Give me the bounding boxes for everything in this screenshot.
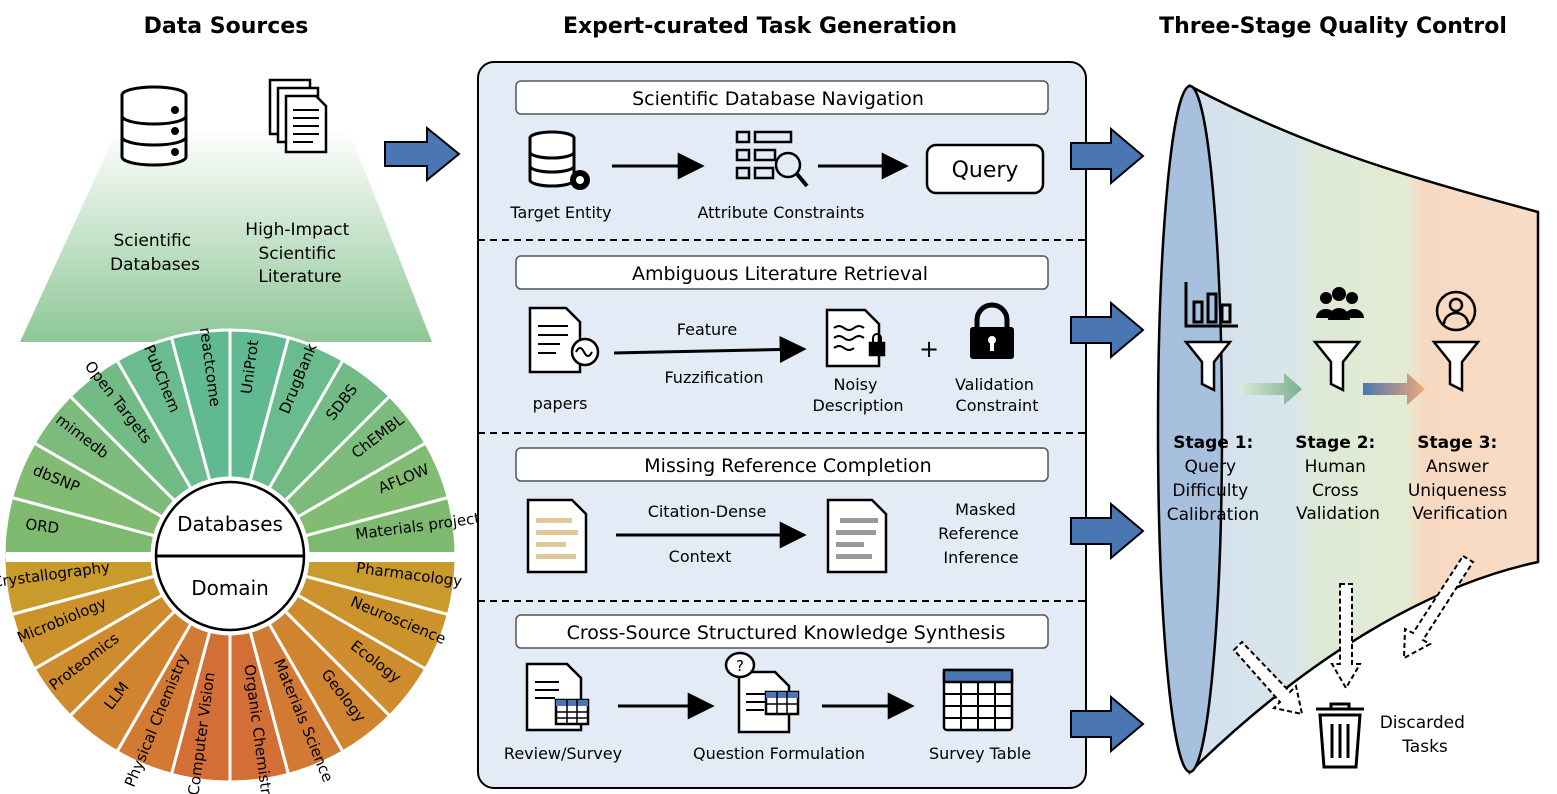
svg-text:?: ?: [736, 657, 744, 675]
people-group-icon: [1316, 287, 1364, 320]
stage1-label: Stage 1: Query Difficulty Calibration: [1167, 433, 1260, 525]
query-box: [925, 143, 1045, 195]
task-title-box-navigation: [515, 80, 1049, 115]
masked-document-icon: [826, 498, 888, 574]
label-citation-dense: Citation-Dense: [648, 502, 767, 521]
filter-icon-stage3: [1431, 340, 1481, 393]
label-validation-constraint: Validation Constraint: [955, 375, 1039, 415]
wheel-domain-3: [68, 609, 194, 754]
label-context: Context: [669, 547, 732, 566]
discard-arrows: [1232, 554, 1475, 716]
database-gear-icon: [528, 130, 590, 190]
wheel-domain-8: [266, 609, 392, 754]
documents-icon: [268, 78, 328, 154]
wheel-domain-1: [9, 574, 165, 672]
trash-can-icon: [1316, 702, 1364, 769]
wheel-database-label-0: ORD: [24, 515, 60, 537]
task-title-box-ambiguous: [515, 255, 1049, 290]
label-survey-table: Survey Table: [929, 744, 1031, 763]
discard-arrow-stage3: [1402, 554, 1475, 660]
task-title-navigation: Scientific Database Navigation: [632, 88, 924, 110]
arrow-task-1: [1070, 126, 1145, 186]
arrow-ambiguous: [613, 336, 807, 364]
arrow-task-3: [1070, 501, 1145, 561]
label-noisy-description: Noisy Description: [812, 375, 903, 415]
header-data-sources: Data Sources: [144, 14, 309, 39]
task-title-synthesis: Cross-Source Structured Knowledge Synthe…: [567, 622, 1006, 644]
arrow-task-2: [1070, 300, 1145, 360]
task-panel: [477, 61, 1087, 789]
label-fuzzification: Fuzzification: [664, 368, 763, 387]
label-masked-reference: Masked Reference Inference: [938, 500, 1024, 567]
review-table-icon: [525, 662, 590, 732]
task-title-ambiguous: Ambiguous Literature Retrieval: [632, 263, 928, 285]
lock-icon: [970, 302, 1014, 359]
user-circle-icon: [1435, 290, 1477, 332]
noisy-document-icon: [825, 308, 886, 368]
wheel-domain-10: [295, 574, 451, 672]
question-document-icon: ?: [724, 651, 800, 734]
label-query: Query: [952, 158, 1019, 183]
task-title-box-synthesis: [515, 614, 1049, 649]
arrow-stage2-to-stage3: [1363, 373, 1425, 405]
label-literature: High-Impact Scientific Literature: [245, 220, 354, 287]
survey-table-icon: [942, 668, 1014, 732]
funnel-mouth: [1156, 84, 1224, 774]
attribute-search-icon: [735, 130, 809, 188]
filter-icon-stage2: [1312, 340, 1362, 393]
wheel-domain-4: [114, 621, 212, 777]
wheel-domain-9: [283, 592, 428, 718]
label-attribute-constraints: Attribute Constraints: [697, 203, 864, 222]
wheel-domain-6: [228, 629, 291, 784]
task-title-missing: Missing Reference Completion: [644, 455, 931, 477]
label-scientific-databases: Scientific Databases: [110, 231, 200, 275]
arrows-tasks-to-funnel: [1070, 126, 1145, 754]
label-papers: papers: [533, 394, 588, 413]
filter-icon-stage1: [1183, 340, 1233, 393]
source-gradient-beam: [20, 128, 432, 342]
arrow-task-4: [1070, 694, 1145, 754]
label-review-survey: Review/Survey: [504, 744, 622, 763]
citation-document-icon: [526, 498, 588, 574]
hub-label-domain: Domain: [191, 576, 269, 600]
arrow-sources-to-tasks: [384, 125, 461, 183]
wheel-domain-7: [248, 621, 346, 777]
stage3-label: Stage 3: Answer Uniqueness Verification: [1408, 433, 1512, 524]
header-task-generation: Expert-curated Task Generation: [563, 14, 957, 39]
label-question-formulation: Question Formulation: [693, 744, 865, 763]
bar-chart-icon: [1184, 282, 1238, 328]
discard-arrow-stage1: [1232, 640, 1304, 716]
label-target-entity: Target Entity: [509, 203, 611, 222]
stage2-label: Stage 2: Human Cross Validation: [1295, 433, 1381, 524]
paper-magnify-icon: [528, 306, 600, 374]
label-plus: +: [919, 335, 939, 363]
header-quality-control: Three-Stage Quality Control: [1159, 14, 1507, 39]
funnel-body: [1188, 83, 1540, 775]
database-icon: [120, 85, 188, 167]
discard-arrow-stage2: [1330, 583, 1362, 690]
label-discarded-tasks: Discarded Tasks: [1380, 713, 1471, 757]
hub-label-databases: Databases: [177, 512, 283, 536]
wheel-domain-2: [32, 592, 177, 718]
task-title-box-missing: [515, 447, 1049, 482]
arrow-stage1-to-stage2: [1240, 373, 1302, 405]
label-feature: Feature: [677, 320, 737, 339]
wheel-domain-5: [169, 629, 232, 784]
